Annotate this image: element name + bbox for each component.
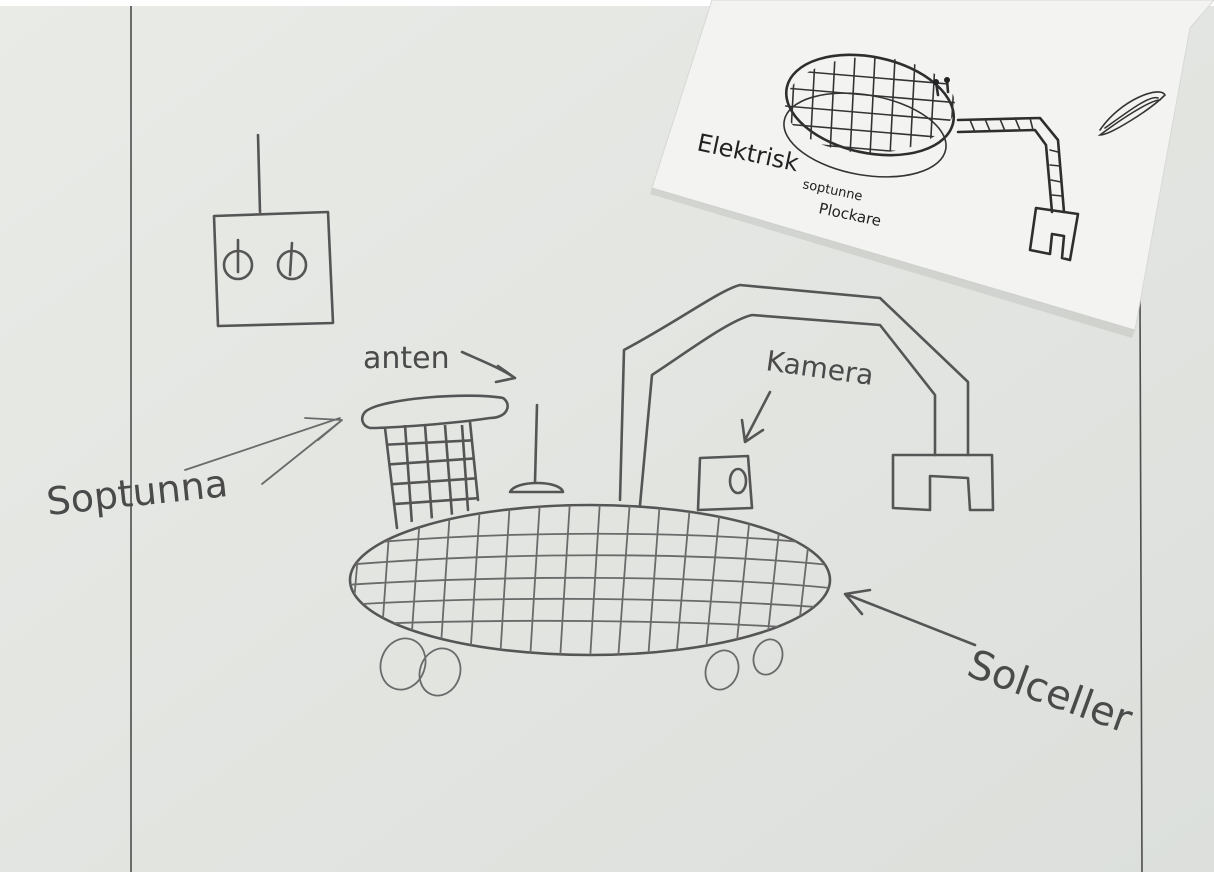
paper-top-edge [0,0,1214,6]
antenna-label: anten [363,341,450,376]
